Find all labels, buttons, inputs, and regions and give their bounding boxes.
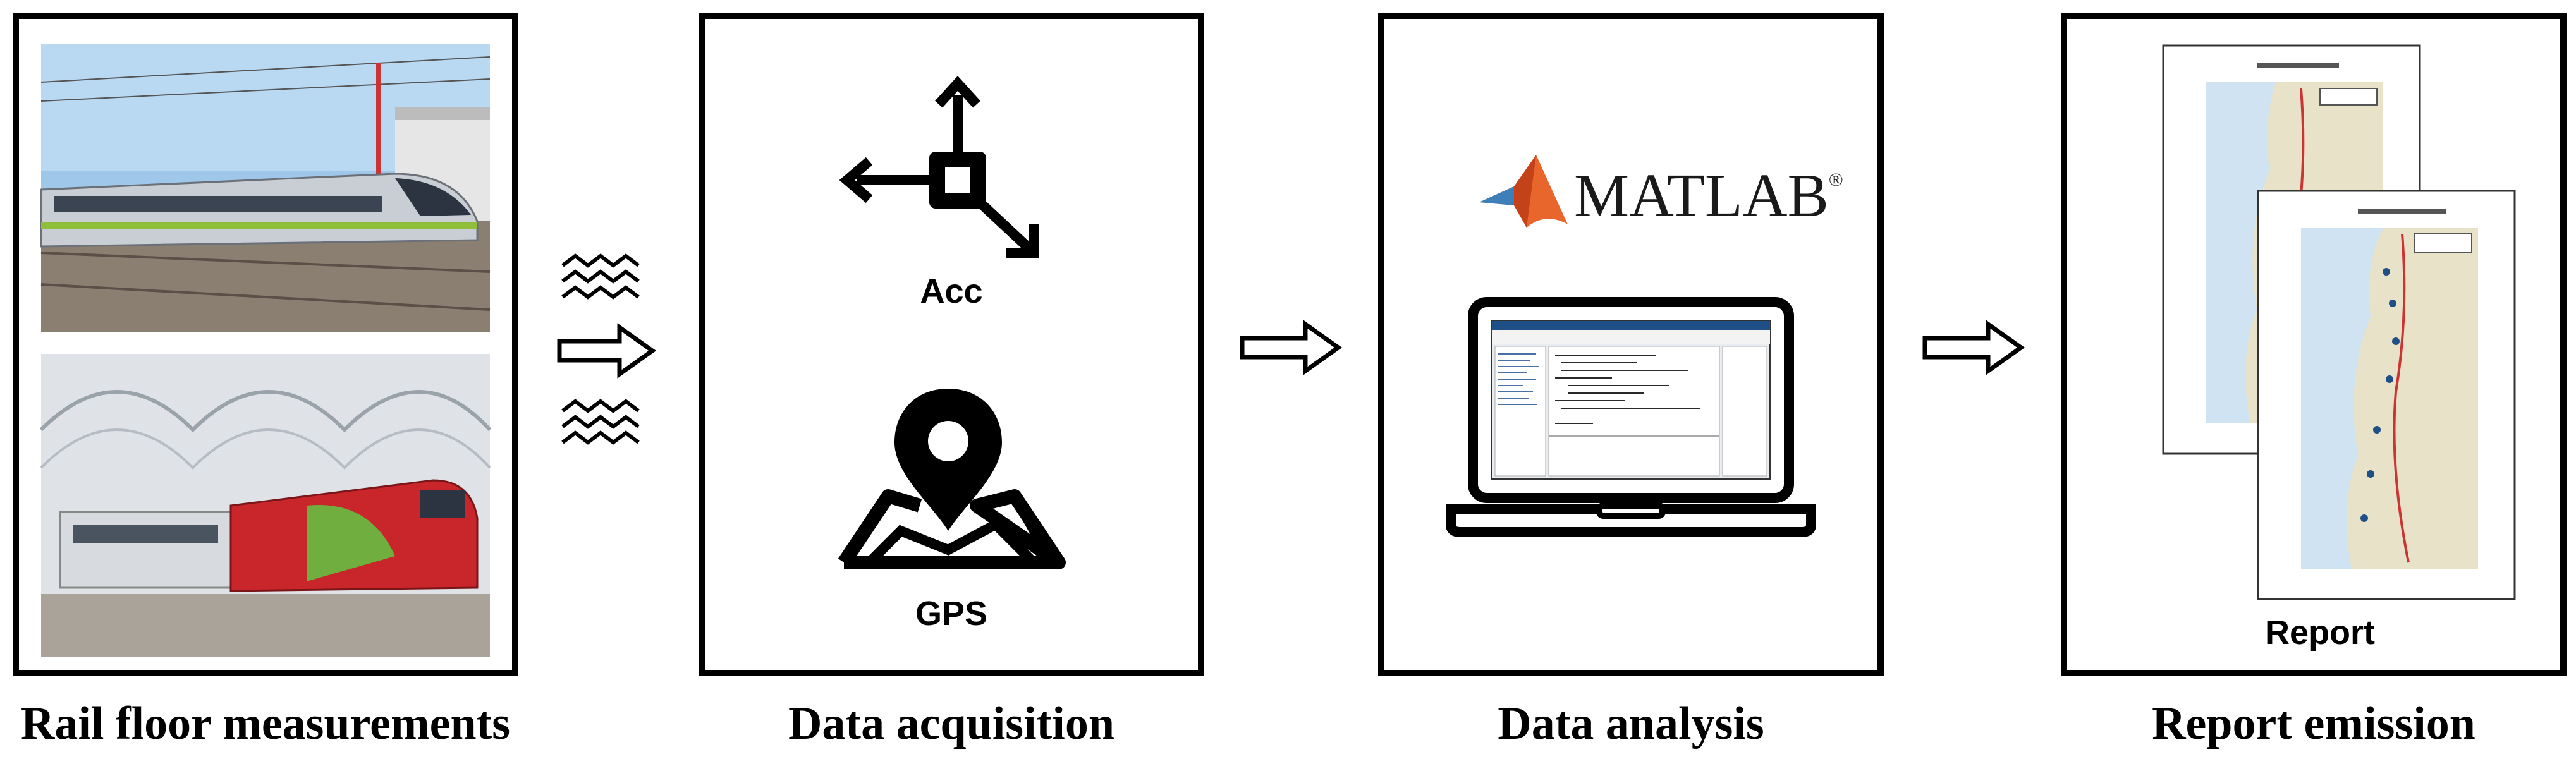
vibration-wave-icon-top	[561, 253, 640, 300]
panel-rail-measurements	[13, 13, 518, 676]
panel-data-acquisition: Acc GPS	[699, 13, 1204, 676]
matlab-label: MATLAB	[1574, 162, 1829, 230]
train-photo-top	[40, 44, 491, 332]
report-map-page-front	[2257, 190, 2516, 600]
matlab-wordmark: MATLAB®	[1574, 158, 1843, 234]
laptop-icon	[1446, 297, 1816, 537]
right-arrow-icon-1	[557, 323, 657, 379]
vibration-wave-icon-bottom	[561, 399, 640, 445]
right-arrow-icon-3	[1922, 320, 2025, 375]
caption-data-analysis: Data analysis	[1498, 698, 1764, 750]
matlab-logo-icon	[1479, 155, 1568, 228]
caption-rail-measurements: Rail floor measurements	[20, 698, 511, 750]
accelerometer-axes-icon	[839, 76, 1039, 258]
caption-report-emission: Report emission	[2152, 698, 2475, 750]
panel-data-analysis: MATLAB®	[1378, 13, 1884, 676]
gps-label: GPS	[915, 595, 988, 633]
acc-label: Acc	[920, 272, 983, 310]
panel-report-emission: Report	[2061, 13, 2567, 676]
report-label: Report	[2265, 614, 2375, 652]
map-pin-icon	[838, 389, 1066, 569]
caption-data-acquisition: Data acquisition	[788, 698, 1114, 750]
train-photo-bottom	[39, 354, 492, 657]
matlab-registered-mark: ®	[1828, 169, 1843, 190]
right-arrow-icon-2	[1240, 320, 1343, 375]
